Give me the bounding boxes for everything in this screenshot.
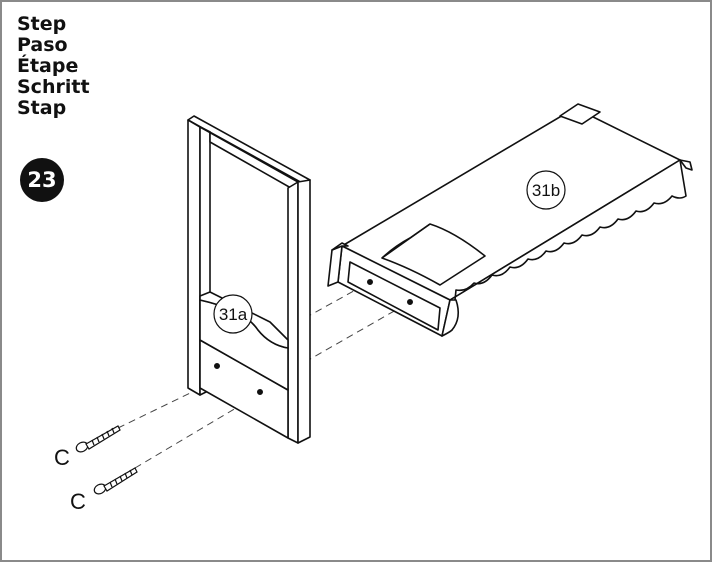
- step-label-es: Paso: [17, 34, 68, 56]
- guide-line: [117, 379, 218, 429]
- screw-bottom: [93, 467, 138, 495]
- guide-line: [304, 301, 411, 363]
- step-label-nl: Stap: [17, 97, 67, 119]
- svg-text:31b: 31b: [532, 181, 560, 200]
- screw-label-bottom: C: [70, 489, 86, 514]
- side-panel-31a: [187, 115, 311, 444]
- step-heading: Step Paso Étape Schritt Stap: [17, 14, 90, 119]
- screw-label-top: C: [54, 445, 70, 470]
- step-label-de: Schritt: [17, 76, 90, 98]
- part-label-31b: 31b: [526, 170, 566, 210]
- step-number-badge: 23: [20, 158, 64, 202]
- part-label-31a: 31a: [213, 294, 253, 334]
- svg-text:31a: 31a: [219, 305, 248, 324]
- step-label-en: Step: [17, 13, 67, 35]
- seat-31b: [327, 103, 693, 337]
- screw-top: [75, 425, 121, 453]
- step-label-fr: Étape: [17, 55, 79, 77]
